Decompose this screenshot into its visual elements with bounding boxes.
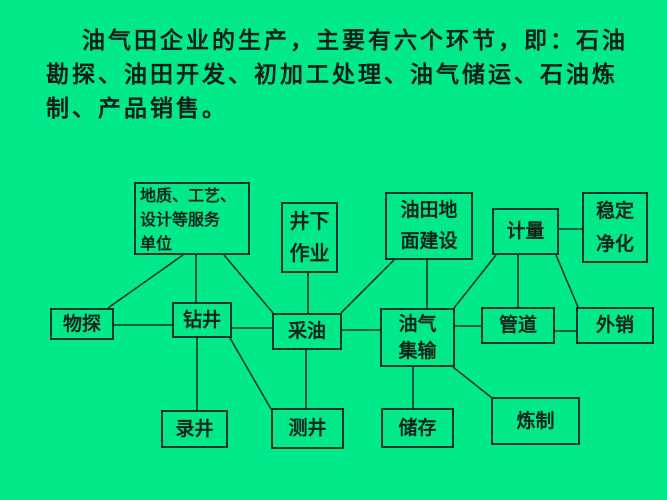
node-mud-logging: 录井 — [161, 410, 228, 448]
node-pipeline: 管道 — [481, 307, 555, 344]
edge-surface-construction-oil-production — [340, 259, 395, 314]
node-oilfield-surface-construction: 油田地 面建设 — [385, 192, 473, 260]
node-oil-gas-gathering: 油气 集输 — [380, 308, 455, 367]
node-export-sales: 外销 — [576, 307, 654, 344]
edge-service-units-oil-production — [223, 254, 274, 314]
edge-metering-export — [555, 254, 579, 308]
node-refining: 炼制 — [491, 397, 580, 445]
edge-gathering-refining — [452, 366, 493, 399]
node-downhole-operations: 井下 作业 — [281, 202, 338, 273]
node-drilling: 钻井 — [172, 302, 232, 338]
slide-title-paragraph: 油气田企业的生产，主要有六个环节，即：石油勘探、油田开发、初加工处理、油气储运、… — [46, 28, 628, 121]
node-geophysical-exploration: 物探 — [50, 308, 114, 340]
edge-service-units-geophysical — [107, 254, 184, 309]
node-stabilization-purification: 稳定 净化 — [582, 192, 648, 263]
node-metering: 计量 — [492, 208, 559, 255]
edge-drilling-well-logging — [229, 337, 272, 410]
node-well-logging: 测井 — [271, 408, 344, 449]
edge-metering-gathering — [453, 254, 497, 309]
node-storage: 储存 — [381, 408, 454, 448]
node-oil-production: 采油 — [272, 313, 342, 350]
node-service-units: 地质、工艺、 设计等服务 单位 — [134, 182, 250, 255]
